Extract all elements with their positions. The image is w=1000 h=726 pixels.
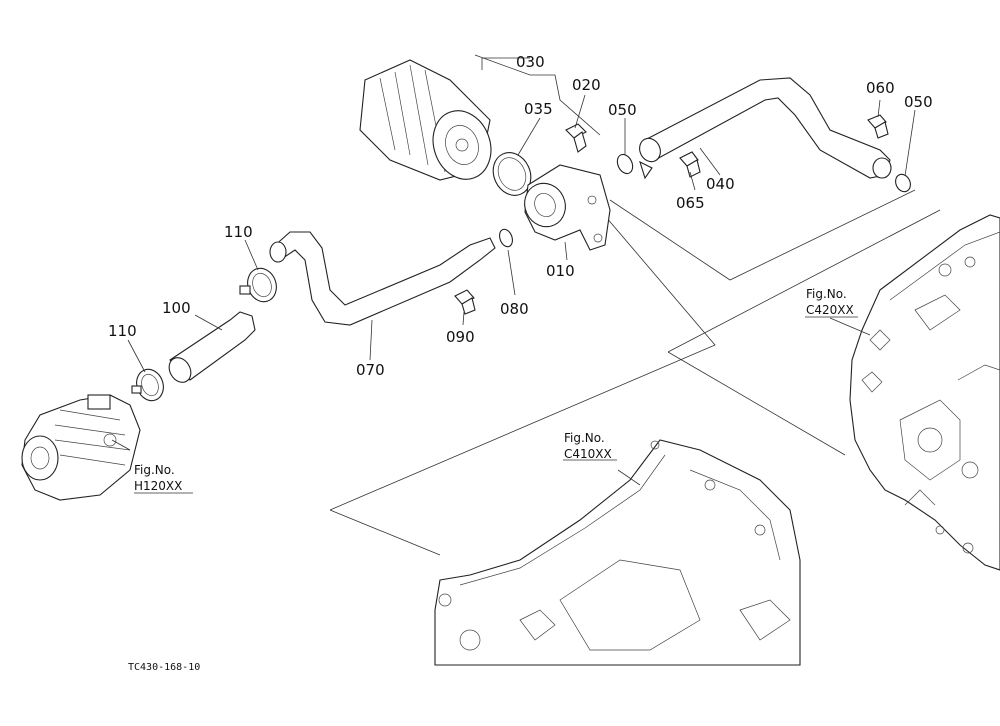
transmission-case-c420 bbox=[849, 214, 1000, 571]
part-label: 080 bbox=[500, 300, 529, 318]
fig-ref-h120-line1: Fig.No. bbox=[134, 463, 175, 477]
part-label: 090 bbox=[446, 328, 475, 346]
part-label: 070 bbox=[356, 361, 385, 379]
oil-filter bbox=[359, 59, 492, 181]
leader-lines bbox=[329, 54, 941, 556]
o-ring-080 bbox=[499, 228, 513, 248]
figure-references: Fig.No. C420XX Fig.No. C410XX Fig.No. H1… bbox=[134, 287, 854, 493]
clamp-110-upper bbox=[239, 267, 277, 303]
part-label: 030 bbox=[516, 53, 545, 71]
hose-100 bbox=[168, 311, 256, 383]
filter-bracket-010 bbox=[524, 164, 611, 251]
part-label: 100 bbox=[162, 299, 191, 317]
part-label: 065 bbox=[676, 194, 705, 212]
hydraulic-pump-h120 bbox=[21, 394, 141, 501]
fig-ref-c420-line2: C420XX bbox=[806, 303, 854, 317]
fig-ref-c410-line2: C410XX bbox=[564, 447, 612, 461]
fig-ref-c420-line1: Fig.No. bbox=[806, 287, 847, 301]
part-label: 020 bbox=[572, 76, 601, 94]
transmission-case-c410 bbox=[434, 439, 801, 666]
part-label: 040 bbox=[706, 175, 735, 193]
clamp-110-lower bbox=[131, 368, 164, 402]
drawing-code: TC430-168-10 bbox=[128, 662, 200, 673]
part-label: 110 bbox=[224, 223, 253, 241]
part-labels: 030 020 035 050 040 060 050 065 110 100 … bbox=[108, 53, 933, 379]
gasket-035 bbox=[492, 152, 532, 196]
o-ring-050b bbox=[895, 173, 911, 193]
part-label: 035 bbox=[524, 100, 553, 118]
part-label: 010 bbox=[546, 262, 575, 280]
bolt-060 bbox=[867, 114, 889, 139]
fig-ref-h120-line2: H120XX bbox=[134, 479, 182, 493]
o-ring-050a bbox=[616, 153, 634, 175]
fig-ref-c410-line1: Fig.No. bbox=[564, 431, 605, 445]
hose-070 bbox=[269, 231, 496, 326]
part-label: 050 bbox=[608, 101, 637, 119]
bolt-090 bbox=[454, 289, 476, 315]
part-label: 110 bbox=[108, 322, 137, 340]
part-label: 050 bbox=[904, 93, 933, 111]
callout-leaders bbox=[111, 57, 916, 494]
part-label: 060 bbox=[866, 79, 895, 97]
pipe-040 bbox=[639, 77, 892, 180]
bolt-020 bbox=[565, 123, 587, 153]
